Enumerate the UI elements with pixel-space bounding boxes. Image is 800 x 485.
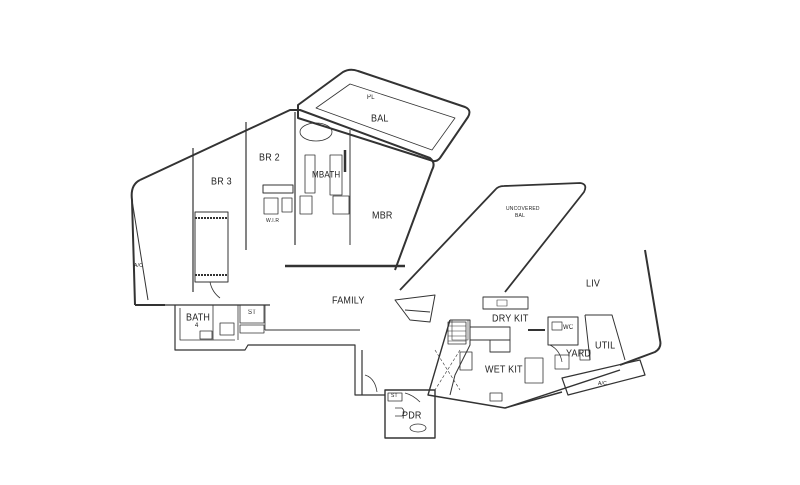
label-pl: PL bbox=[367, 94, 375, 102]
label-util: UTIL bbox=[595, 339, 616, 351]
label-uncovered-bal: BAL bbox=[515, 212, 526, 220]
label-bath: BATH bbox=[186, 311, 211, 323]
label-uncovered: UNCOVERED bbox=[506, 205, 540, 213]
label-ac-right: A/C bbox=[598, 380, 607, 388]
label-store-pdr: ST bbox=[391, 392, 398, 400]
label-yard: YARD bbox=[566, 347, 592, 359]
uncovered-balcony-outline bbox=[399, 182, 587, 293]
label-br3: BR 3 bbox=[211, 175, 232, 187]
balcony-outline bbox=[297, 68, 471, 163]
label-mbr: MBR bbox=[372, 209, 393, 221]
label-ac-left: A/C bbox=[134, 262, 143, 270]
label-liv: LIV bbox=[586, 277, 601, 289]
pool-inner bbox=[315, 83, 456, 151]
label-dry-kit: DRY KIT bbox=[492, 312, 529, 324]
label-mbath: MBATH bbox=[312, 169, 341, 180]
label-wir: W.I.R bbox=[266, 217, 280, 225]
label-store: ST bbox=[248, 309, 257, 317]
upper-wing-wall bbox=[139, 109, 435, 271]
label-wc: WC bbox=[563, 324, 574, 332]
label-br2: BR 2 bbox=[259, 151, 280, 163]
label-family: FAMILY bbox=[332, 294, 365, 306]
label-wet-kit: WET KIT bbox=[485, 363, 523, 375]
label-bal: BAL bbox=[371, 112, 389, 124]
label-pdr: PDR bbox=[402, 409, 422, 421]
label-bath-number: 4 bbox=[195, 322, 199, 330]
